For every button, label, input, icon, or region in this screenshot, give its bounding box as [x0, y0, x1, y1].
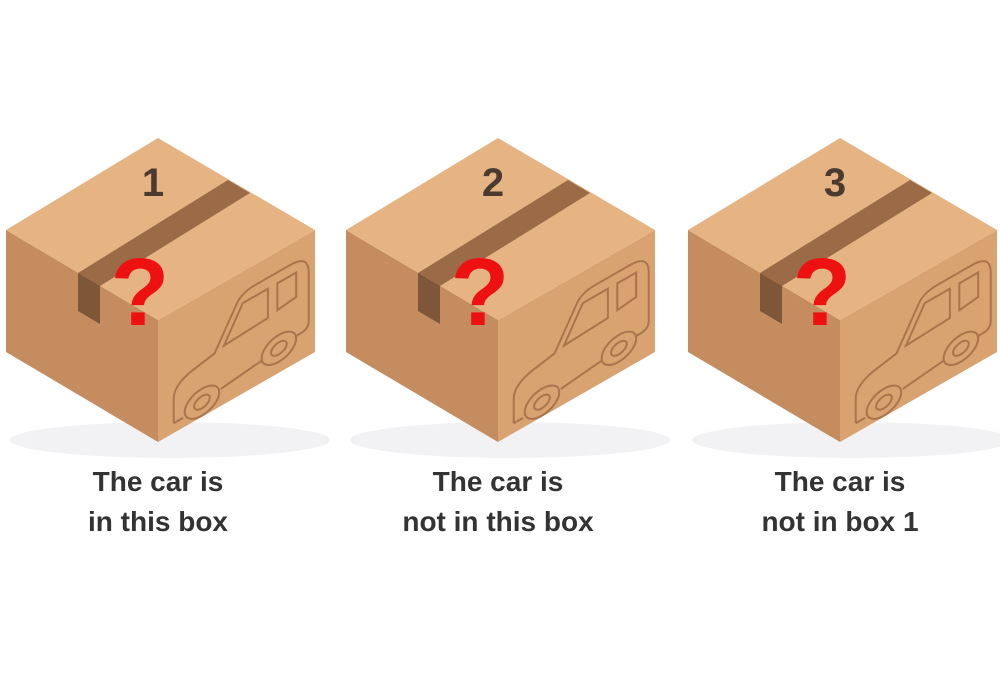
- box-number: 1: [142, 161, 164, 205]
- box-right-face: [498, 230, 655, 442]
- caption-line: The car is: [92, 466, 224, 497]
- caption-line: not in this box: [402, 506, 594, 537]
- caption-line: in this box: [88, 506, 228, 537]
- caption-line: The car is: [774, 466, 906, 497]
- box-shadow: [692, 422, 1000, 458]
- box-1-caption: The car is in this box: [8, 462, 308, 542]
- box-left-face: [688, 230, 840, 442]
- box-number: 3: [824, 161, 846, 205]
- question-mark-icon: ?: [793, 239, 852, 346]
- tape-side: [78, 273, 100, 324]
- box-number: 2: [482, 161, 504, 205]
- box-shadow: [10, 422, 330, 458]
- tape-side: [418, 273, 440, 324]
- caption-line: The car is: [432, 466, 564, 497]
- box-right-face: [158, 230, 315, 442]
- box-2-caption: The car is not in this box: [348, 462, 648, 542]
- box-3-caption: The car is not in box 1: [690, 462, 990, 542]
- car-outline-icon: [856, 254, 991, 431]
- tape-side: [760, 273, 782, 324]
- tape: [760, 180, 932, 286]
- tape: [78, 180, 250, 286]
- box-2: 2?: [346, 138, 670, 458]
- box-3: 3?: [688, 138, 1000, 458]
- box-1: 1?: [6, 138, 330, 458]
- tape: [418, 180, 590, 286]
- caption-line: not in box 1: [761, 506, 919, 537]
- box-left-face: [346, 230, 498, 442]
- car-outline-icon: [174, 254, 309, 431]
- question-mark-icon: ?: [451, 239, 510, 346]
- box-left-face: [6, 230, 158, 442]
- box-right-face: [840, 230, 997, 442]
- car-outline-icon: [514, 254, 649, 431]
- box-shadow: [350, 422, 670, 458]
- question-mark-icon: ?: [111, 239, 170, 346]
